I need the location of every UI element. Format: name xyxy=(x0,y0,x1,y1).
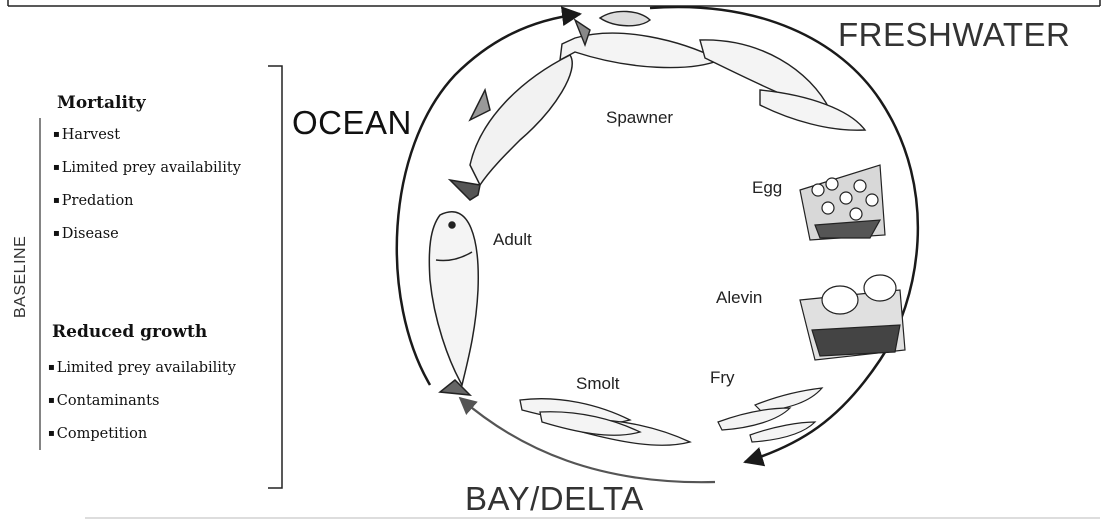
mortality-factor-text: Limited prey availability xyxy=(62,160,241,176)
mortality-title: Mortality xyxy=(57,93,146,113)
egg-cluster-illustration xyxy=(800,165,885,240)
stage-label-spawner: Spawner xyxy=(606,108,673,128)
growth-factor-text: Contaminants xyxy=(57,393,160,409)
growth-factor-item: ▪Limited prey availability xyxy=(48,352,236,385)
mortality-factor-item: ▪Disease xyxy=(53,218,241,251)
region-label-freshwater: FRESHWATER xyxy=(838,16,1070,54)
adult-fish-illustration xyxy=(429,212,478,395)
growth-factor-text: Limited prey availability xyxy=(57,360,236,376)
growth-factor-item: ▪Competition xyxy=(48,418,236,451)
mortality-factor-list: ▪Harvest ▪Limited prey availability ▪Pre… xyxy=(53,119,241,251)
factors-bracket xyxy=(268,66,282,488)
mortality-factor-text: Disease xyxy=(62,226,119,242)
alevin-illustration xyxy=(800,275,905,360)
stage-label-egg: Egg xyxy=(752,178,782,198)
mortality-factor-text: Predation xyxy=(62,193,134,209)
stage-label-alevin: Alevin xyxy=(716,288,762,308)
leaping-fish-illustration xyxy=(450,55,572,200)
region-label-bay-delta: BAY/DELTA xyxy=(465,480,644,518)
reduced-growth-title: Reduced growth xyxy=(52,322,207,342)
reduced-growth-factor-list: ▪Limited prey availability ▪Contaminants… xyxy=(48,352,236,451)
mortality-factor-item: ▪Limited prey availability xyxy=(53,152,241,185)
baseline-axis-label: BASELINE xyxy=(12,238,30,318)
mortality-factor-text: Harvest xyxy=(62,127,120,143)
smolt-illustration xyxy=(520,399,690,446)
mortality-factor-item: ▪Predation xyxy=(53,185,241,218)
growth-factor-text: Competition xyxy=(57,426,147,442)
stage-label-fry: Fry xyxy=(710,368,735,388)
region-label-ocean: OCEAN xyxy=(292,104,412,142)
stage-label-adult: Adult xyxy=(493,230,532,250)
growth-factor-item: ▪Contaminants xyxy=(48,385,236,418)
stage-label-smolt: Smolt xyxy=(576,374,619,394)
mortality-factor-item: ▪Harvest xyxy=(53,119,241,152)
